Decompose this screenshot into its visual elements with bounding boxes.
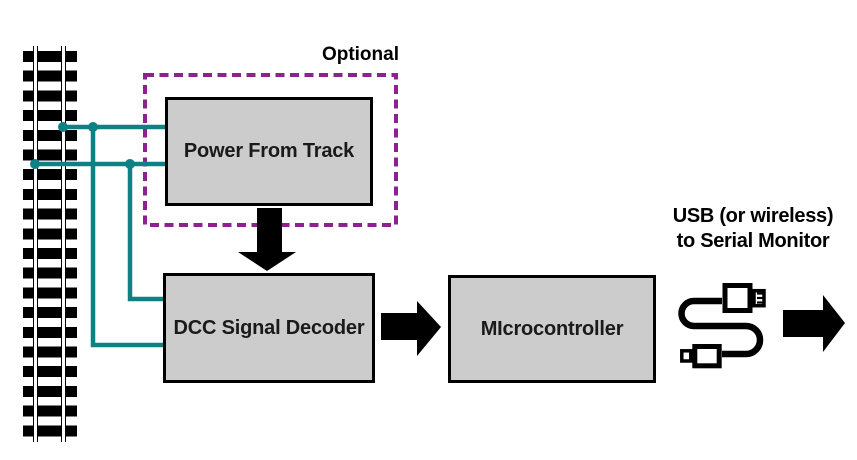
track-rail-right	[61, 46, 66, 442]
dcc-signal-decoder-box: DCC Signal Decoder	[163, 273, 375, 383]
wire-left-rail-to-decoder	[127, 164, 166, 302]
track-rail-left	[33, 46, 38, 442]
microcontroller-label: MIcrocontroller	[480, 317, 624, 340]
usb-a-connector-body	[722, 283, 753, 313]
track-wires	[30, 122, 167, 348]
usb-serial-caption: USB (or wireless) to Serial Monitor	[648, 204, 857, 253]
micro-usb-plug-tip	[680, 349, 693, 363]
railroad-track-icon	[0, 0, 110, 460]
arrow-right-icon	[783, 295, 845, 352]
usb-cable-icon	[678, 283, 766, 369]
wire-right-rail-to-decoder	[90, 127, 166, 348]
wire-junction-dot	[58, 122, 68, 132]
dcc-signal-decoder-label: DCC Signal Decoder	[173, 316, 365, 339]
track-ties	[23, 51, 77, 438]
wire-junction-dot	[125, 159, 135, 169]
arrow-down-icon	[238, 208, 296, 271]
usb-serial-caption-line1: USB (or wireless)	[672, 205, 834, 227]
power-from-track-box: Power From Track	[165, 97, 373, 206]
microcontroller-box: MIcrocontroller	[448, 275, 656, 383]
power-from-track-label: Power From Track	[183, 140, 355, 162]
micro-usb-connector-body	[692, 344, 722, 369]
wire-junction-dot	[30, 159, 40, 169]
usb-serial-caption-line2: to Serial Monitor	[676, 229, 830, 252]
wire-junction-dot	[88, 122, 98, 132]
usb-cable-cord	[678, 297, 764, 358]
optional-label: Optional	[321, 44, 399, 65]
arrow-right-icon	[381, 301, 441, 356]
